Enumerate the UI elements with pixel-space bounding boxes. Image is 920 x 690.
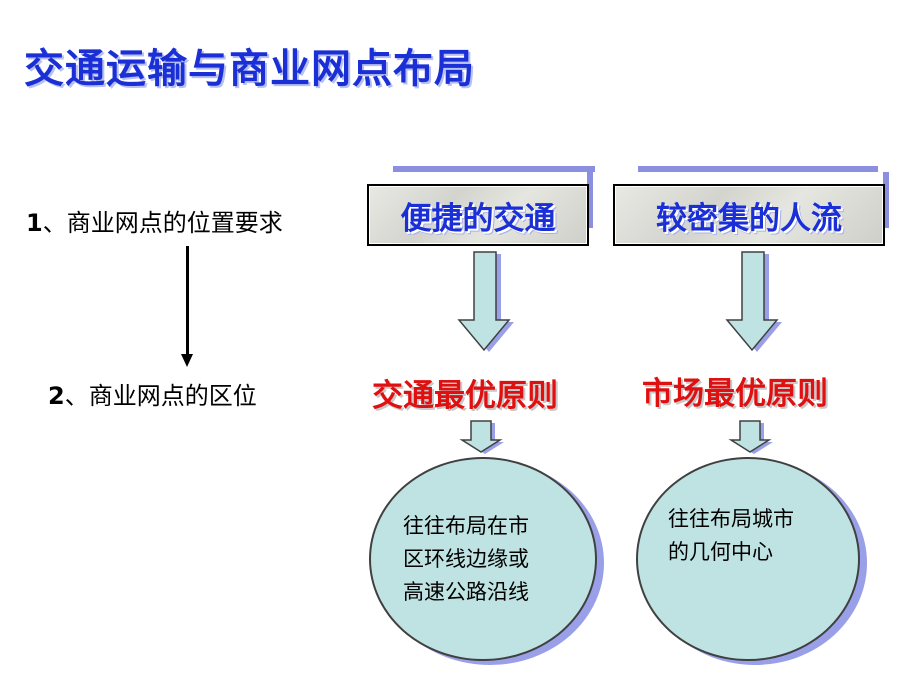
circle-market-layout: 往往布局城市 的几何中心 xyxy=(636,457,860,661)
item-text: 、商业网点的区位 xyxy=(64,382,257,410)
item-position-requirement: 1、商业网点的位置要求 xyxy=(26,203,283,238)
item-location: 2、商业网点的区位 xyxy=(48,376,257,411)
circle-line: 高速公路沿线 xyxy=(403,579,529,604)
item-number: 1 xyxy=(26,209,43,237)
item-text: 、商业网点的位置要求 xyxy=(42,209,283,237)
circle-line: 的几何中心 xyxy=(668,540,773,564)
box-dense-crowd: 较密集的人流 xyxy=(613,184,885,246)
box-shadow xyxy=(393,166,595,172)
page-title: 交通运输与商业网点布局 xyxy=(24,46,475,92)
circle-line: 往往布局城市 xyxy=(668,507,794,531)
principle-transport-optimal: 交通最优原则 xyxy=(372,378,558,414)
item-number: 2 xyxy=(48,382,65,410)
big-arrow-left-icon xyxy=(457,251,514,352)
circle-line: 区环线边缘或 xyxy=(403,546,529,571)
box-convenient-transport: 便捷的交通 xyxy=(367,184,589,246)
small-arrow-left-icon xyxy=(459,420,504,454)
circle-text: 往往布局在市 区环线边缘或 高速公路沿线 xyxy=(403,510,563,609)
box-shadow xyxy=(638,166,878,172)
small-arrow-right-icon xyxy=(728,420,773,454)
circle-line: 往往布局在市 xyxy=(403,513,529,538)
down-arrow-head-icon xyxy=(181,354,193,367)
principle-market-optimal: 市场最优原则 xyxy=(642,376,828,412)
circle-transport-layout: 往往布局在市 区环线边缘或 高速公路沿线 xyxy=(369,457,597,661)
box-shadow xyxy=(883,172,889,228)
down-arrow-line xyxy=(186,246,189,358)
circle-text: 往往布局城市 的几何中心 xyxy=(668,503,828,569)
box-shadow xyxy=(587,172,593,228)
big-arrow-right-icon xyxy=(725,251,782,352)
